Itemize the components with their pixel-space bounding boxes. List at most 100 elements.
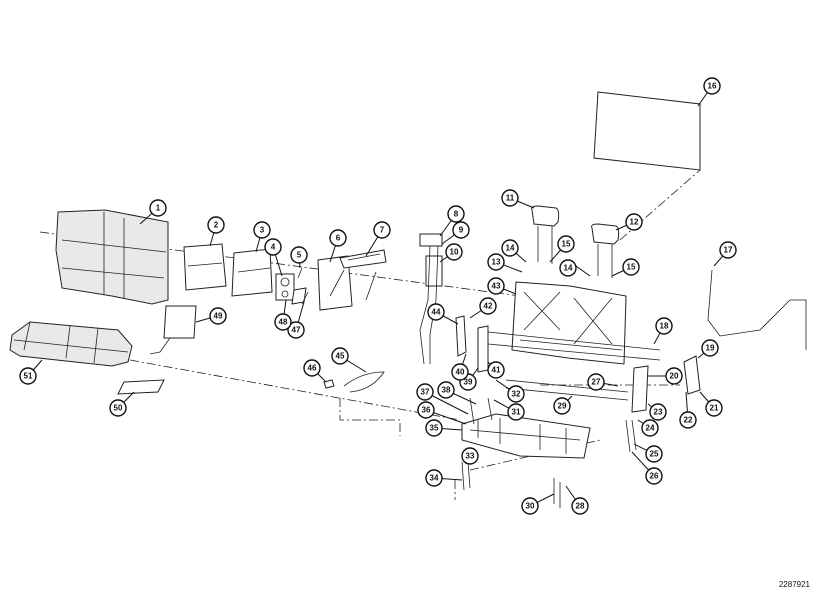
- clip-part: [291, 287, 307, 305]
- callout-27: 27: [587, 373, 605, 391]
- callout-46: 46: [303, 359, 321, 377]
- back-panel-part: [231, 248, 273, 297]
- callout-50: 50: [109, 399, 127, 417]
- callout-6: 6: [329, 229, 347, 247]
- svg-text:37: 37: [421, 388, 430, 397]
- callout-48: 48: [274, 313, 292, 331]
- svg-text:51: 51: [24, 372, 33, 381]
- callout-22: 22: [679, 411, 697, 429]
- callout-19: 19: [701, 339, 719, 357]
- svg-text:38: 38: [442, 386, 451, 395]
- callout-7: 7: [373, 221, 391, 239]
- callout-17: 17: [719, 241, 737, 259]
- svg-text:43: 43: [492, 282, 501, 291]
- svg-text:50: 50: [114, 404, 123, 413]
- svg-text:4: 4: [271, 243, 276, 252]
- svg-text:2: 2: [214, 221, 219, 230]
- svg-text:47: 47: [292, 326, 301, 335]
- back-panel-part: [183, 243, 227, 291]
- callout-34: 34: [425, 469, 443, 487]
- callout-14: 14: [501, 239, 519, 257]
- svg-text:9: 9: [459, 226, 464, 235]
- callout-10: 10: [445, 243, 463, 261]
- callout-49: 49: [209, 307, 227, 325]
- svg-text:13: 13: [492, 258, 501, 267]
- svg-text:19: 19: [706, 344, 715, 353]
- callout-2: 2: [207, 216, 225, 234]
- callout-14: 14: [559, 259, 577, 277]
- svg-text:48: 48: [279, 318, 288, 327]
- svg-text:35: 35: [430, 424, 439, 433]
- callout-31: 31: [507, 403, 525, 421]
- svg-text:49: 49: [214, 312, 223, 321]
- side-bracket-part: [683, 355, 701, 395]
- callout-38: 38: [437, 381, 455, 399]
- svg-text:26: 26: [650, 472, 659, 481]
- callout-25: 25: [645, 445, 663, 463]
- svg-text:29: 29: [558, 402, 567, 411]
- seat-back-part: [55, 209, 169, 305]
- callout-16: 16: [703, 77, 721, 95]
- callout-15: 15: [557, 235, 575, 253]
- svg-text:11: 11: [506, 194, 515, 203]
- callout-45: 45: [331, 347, 349, 365]
- callout-1: 1: [149, 199, 167, 217]
- headrest-part: [531, 205, 560, 264]
- callout-30: 30: [521, 497, 539, 515]
- headrest-part: [591, 223, 620, 278]
- svg-text:25: 25: [650, 450, 659, 459]
- svg-text:21: 21: [710, 404, 719, 413]
- svg-text:33: 33: [466, 452, 475, 461]
- callout-36: 36: [417, 401, 435, 419]
- callout-42: 42: [479, 297, 497, 315]
- svg-text:14: 14: [506, 244, 515, 253]
- svg-text:5: 5: [297, 251, 302, 260]
- callout-20: 20: [665, 367, 683, 385]
- svg-text:12: 12: [630, 218, 639, 227]
- seat-pan-frame-part: [461, 397, 591, 459]
- seat-belt-part: [419, 233, 443, 365]
- svg-text:15: 15: [627, 263, 636, 272]
- svg-text:24: 24: [646, 424, 655, 433]
- callout-43: 43: [487, 277, 505, 295]
- callout-4: 4: [264, 238, 282, 256]
- svg-text:22: 22: [684, 416, 693, 425]
- svg-text:10: 10: [450, 248, 459, 257]
- callout-33: 33: [461, 447, 479, 465]
- svg-text:20: 20: [670, 372, 679, 381]
- callout-29: 29: [553, 397, 571, 415]
- callout-8: 8: [447, 205, 465, 223]
- svg-text:31: 31: [512, 408, 521, 417]
- callout-9: 9: [452, 221, 470, 239]
- svg-text:15: 15: [562, 240, 571, 249]
- callout-5: 5: [290, 246, 308, 264]
- rear-cover-part: [593, 91, 701, 171]
- callout-37: 37: [416, 383, 434, 401]
- svg-text:39: 39: [464, 378, 473, 387]
- svg-text:1: 1: [156, 204, 161, 213]
- callout-32: 32: [507, 385, 525, 403]
- callout-18: 18: [655, 317, 673, 335]
- svg-text:27: 27: [592, 378, 601, 387]
- drawing-id: 2287921: [778, 580, 810, 589]
- armrest-panel-part: [317, 255, 353, 311]
- callout-15: 15: [622, 258, 640, 276]
- callout-26: 26: [645, 467, 663, 485]
- svg-text:44: 44: [432, 308, 441, 317]
- svg-text:17: 17: [724, 246, 733, 255]
- svg-text:3: 3: [260, 226, 265, 235]
- pad-part: [117, 379, 165, 395]
- side-bracket-part: [631, 365, 649, 413]
- latch-part: [329, 249, 387, 301]
- svg-text:42: 42: [484, 302, 493, 311]
- callout-3: 3: [253, 221, 271, 239]
- callout-44: 44: [427, 303, 445, 321]
- seat-cushion-part: [9, 321, 133, 367]
- cable-part: [707, 269, 807, 350]
- svg-text:41: 41: [492, 366, 501, 375]
- callout-21: 21: [705, 399, 723, 417]
- callout-28: 28: [571, 497, 589, 515]
- side-bracket-part: [477, 325, 489, 373]
- callout-23: 23: [649, 403, 667, 421]
